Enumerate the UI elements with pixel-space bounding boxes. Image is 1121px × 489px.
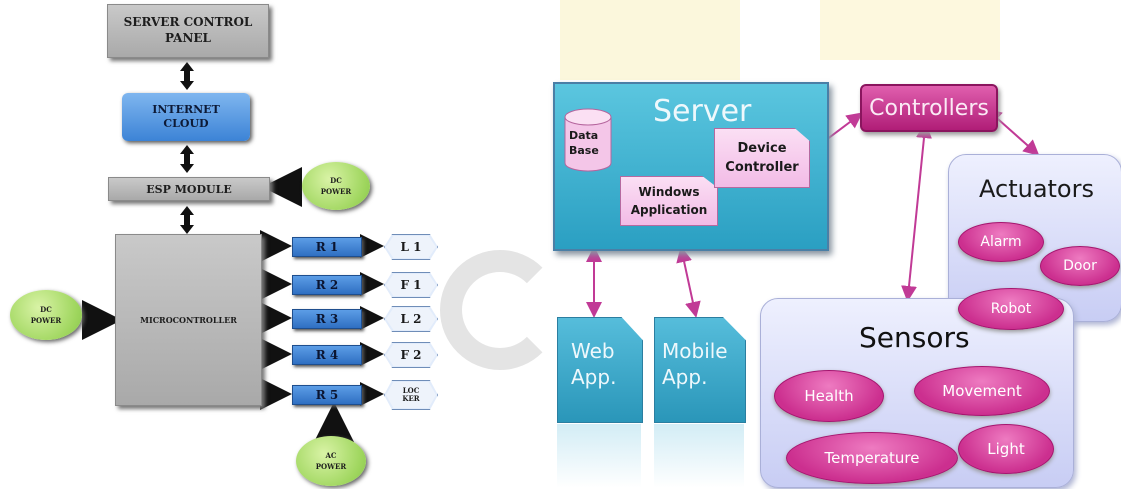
left-arrows	[82, 62, 384, 442]
web-app-label: Web App.	[571, 339, 617, 389]
load-label: F 1	[400, 278, 422, 292]
esp-module-label: ESP MODULE	[146, 182, 232, 196]
dc-power-mcu-circle: DC POWER	[10, 290, 82, 340]
ac-power-label: AC POWER	[315, 450, 347, 471]
microcontroller-box: MICROCONTROLLER	[115, 234, 262, 406]
mobile-app-label: Mobile App.	[662, 339, 728, 389]
controllers-label: Controllers	[869, 95, 989, 121]
robot-pill: Robot	[958, 288, 1064, 330]
alarm-pill: Alarm	[958, 222, 1044, 262]
server-control-panel-label: SERVER CONTROL PANEL	[123, 15, 253, 45]
mobile-app-reflection	[654, 424, 744, 488]
relay-label: R 4	[315, 348, 339, 362]
relay-r1: R 1	[292, 237, 362, 257]
database-cylinder: Data Base	[563, 108, 613, 172]
robot-label: Robot	[990, 301, 1032, 317]
temperature-pill: Temperature	[786, 432, 958, 484]
web-app-doc	[557, 317, 643, 423]
load-f2: F 2	[384, 342, 438, 368]
load-l2: L 2	[384, 306, 438, 332]
web-app-reflection	[557, 424, 641, 488]
device-controller-label: Device Controller	[725, 140, 799, 176]
controllers-box: Controllers	[860, 84, 998, 132]
relay-label: R 5	[315, 388, 339, 402]
load-label: L 1	[400, 240, 422, 254]
temperature-label: Temperature	[824, 449, 920, 467]
sensors-title: Sensors	[859, 321, 970, 354]
relay-r4: R 4	[292, 345, 362, 365]
dc-power-mcu-label: DC POWER	[30, 304, 62, 325]
internet-cloud-label: INTERNET CLOUD	[152, 102, 220, 130]
database-label: Data Base	[569, 129, 599, 158]
windows-application-label: Windows Application	[630, 185, 708, 217]
watermark-shape	[560, 0, 740, 80]
door-label: Door	[1063, 258, 1097, 274]
server-title: Server	[653, 94, 752, 129]
double-arrow-icon	[180, 62, 194, 234]
server-control-panel-box: SERVER CONTROL PANEL	[107, 4, 269, 58]
dc-power-esp-label: DC POWER	[320, 175, 352, 196]
relay-label: R 2	[315, 278, 339, 292]
device-controller-card: Device Controller	[714, 128, 810, 188]
esp-module-box: ESP MODULE	[108, 177, 270, 201]
light-pill: Light	[958, 424, 1054, 474]
load-l1: L 1	[384, 234, 438, 260]
health-label: Health	[804, 387, 854, 405]
relay-r2: R 2	[292, 275, 362, 295]
load-label: LOC KER	[402, 385, 420, 403]
microcontroller-label: MICROCONTROLLER	[140, 315, 237, 325]
relay-r5: R 5	[292, 385, 362, 405]
database-icon	[564, 108, 612, 172]
dc-power-esp-circle: DC POWER	[302, 162, 370, 210]
load-f1: F 1	[384, 272, 438, 298]
health-pill: Health	[774, 370, 884, 422]
actuators-title: Actuators	[979, 175, 1094, 203]
load-label: F 2	[400, 348, 422, 362]
internet-cloud-box: INTERNET CLOUD	[122, 93, 250, 141]
load-label: L 2	[400, 312, 422, 326]
load-locker: LOC KER	[384, 380, 438, 410]
ac-power-circle: AC POWER	[296, 436, 366, 486]
movement-pill: Movement	[914, 366, 1050, 416]
windows-application-card: Windows Application	[620, 176, 718, 226]
door-pill: Door	[1040, 246, 1120, 286]
light-label: Light	[987, 440, 1025, 458]
alarm-label: Alarm	[980, 234, 1022, 250]
movement-label: Movement	[942, 382, 1022, 400]
mobile-app-doc	[654, 317, 746, 423]
relay-label: R 3	[315, 312, 339, 326]
relay-r3: R 3	[292, 309, 362, 329]
relay-label: R 1	[315, 240, 339, 254]
watermark-shape-2	[820, 0, 1000, 60]
